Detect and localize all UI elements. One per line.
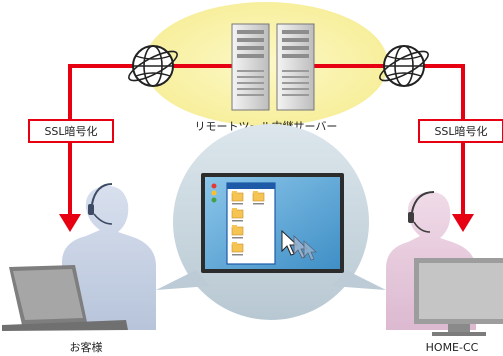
cursor-icon <box>281 229 318 261</box>
monitor-icon <box>414 258 503 336</box>
ssl-label-right-text: SSL暗号化 <box>434 124 487 138</box>
status-light-yellow <box>211 190 217 196</box>
headset-icon <box>88 183 113 225</box>
folder-icon <box>231 208 244 222</box>
operator-figure <box>386 191 503 336</box>
left-arrowhead <box>59 214 81 232</box>
ssl-label-left-text: SSL暗号化 <box>44 124 97 138</box>
headset-icon <box>408 191 435 233</box>
folder-icon <box>231 191 244 205</box>
status-light-red <box>211 183 217 189</box>
globe-icon <box>379 45 429 87</box>
right-arrowhead <box>452 214 474 232</box>
customer-figure <box>2 183 156 331</box>
connection-lines <box>68 64 465 228</box>
folder-icon <box>231 225 244 239</box>
folder-icon <box>231 242 244 256</box>
home-cc-label: HOME-CC <box>426 341 479 354</box>
shared-screen <box>201 173 344 273</box>
left-connection-line <box>68 64 240 228</box>
server-icon <box>276 23 315 111</box>
server-icon <box>231 23 270 111</box>
customer-silhouette <box>62 185 156 330</box>
status-light-green <box>211 197 217 203</box>
ssl-label-left: SSL暗号化 <box>28 119 114 143</box>
folder-icon <box>252 191 265 205</box>
laptop-icon <box>2 265 128 331</box>
globe-icon <box>128 45 178 87</box>
customer-label: お客様 <box>70 340 103 354</box>
ssl-label-right: SSL暗号化 <box>418 119 503 143</box>
right-connection-line <box>300 64 465 228</box>
